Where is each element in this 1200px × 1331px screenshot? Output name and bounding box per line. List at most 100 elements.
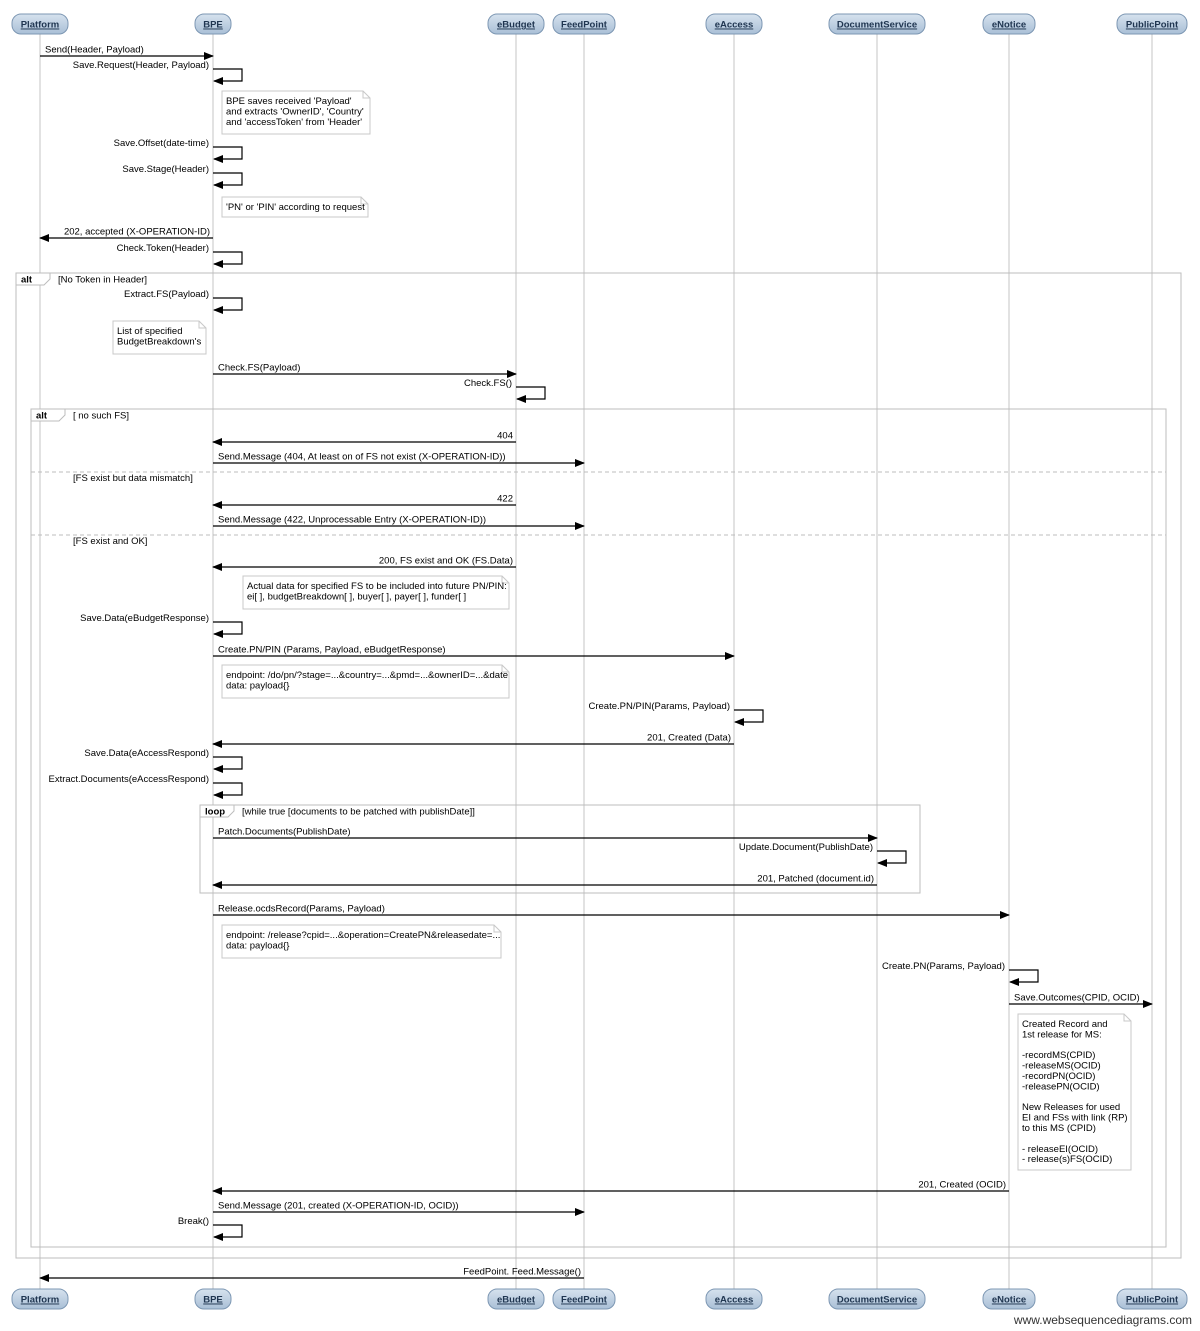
- note: endpoint: /do/pn/?stage=...&country=...&…: [221, 664, 510, 699]
- message-label: Create.PN/PIN(Params, Payload): [589, 701, 731, 712]
- message-m30: FeedPoint. Feed.Message(): [39, 1267, 584, 1282]
- message-m17: Create.PN/PIN(Params, Payload): [589, 701, 764, 726]
- message-label: Update.Document(PublishDate): [739, 842, 873, 853]
- fragment-kind-label: alt: [36, 411, 48, 422]
- note-line: to this MS (CPID): [1022, 1123, 1096, 1134]
- message-label: Patch.Documents(PublishDate): [218, 827, 351, 838]
- self-arrow: [1009, 969, 1039, 986]
- message-m7: Extract.FS(Payload): [124, 289, 243, 314]
- alt-separator: [FS exist but data mismatch]: [31, 471, 1166, 484]
- participant-label: DocumentService: [837, 1295, 917, 1306]
- message-m19: Save.Data(eAccessRespond): [84, 748, 243, 773]
- participant-platform-bottom: Platform: [11, 1288, 69, 1310]
- self-arrow: [213, 146, 243, 163]
- participant-feedpoint-top: FeedPoint: [552, 13, 616, 35]
- self-arrow: [213, 251, 243, 268]
- separator-condition: [FS exist but data mismatch]: [73, 473, 193, 484]
- note-line: - release(s)FS(OCID): [1022, 1154, 1112, 1165]
- note-line: ei[ ], budgetBreakdown[ ], buyer[ ], pay…: [247, 591, 466, 602]
- participant-bpe-bottom: BPE: [194, 1288, 232, 1310]
- self-arrow: [213, 297, 243, 314]
- message-label: Save.Stage(Header): [122, 164, 209, 175]
- message-m10: 404: [212, 431, 516, 446]
- message-label: Extract.FS(Payload): [124, 289, 209, 300]
- message-m9: Check.FS(): [464, 378, 546, 403]
- message-m1: Send(Header, Payload): [40, 45, 214, 60]
- separator-condition: [FS exist and OK]: [73, 536, 147, 547]
- message-m27: 201, Created (OCID): [212, 1180, 1009, 1195]
- message-label: 201, Created (OCID): [918, 1180, 1006, 1191]
- participant-label: DocumentService: [837, 20, 917, 31]
- message-label: Save.Data(eAccessRespond): [84, 748, 209, 759]
- message-m26: Save.Outcomes(CPID, OCID): [1009, 993, 1153, 1008]
- participant-label: PublicPoint: [1126, 20, 1179, 31]
- watermark: www.websequencediagrams.com: [1013, 1313, 1192, 1327]
- alt-separator: [FS exist and OK]: [31, 534, 1166, 547]
- note-line: BPE saves received 'Payload': [226, 96, 352, 107]
- message-m5: 202, accepted (X-OPERATION-ID): [39, 227, 213, 242]
- message-m4: Save.Stage(Header): [122, 164, 243, 189]
- message-label: Check.Token(Header): [117, 243, 209, 254]
- fragment-condition: [ no such FS]: [73, 411, 129, 422]
- note-line: endpoint: /do/pn/?stage=...&country=...&…: [226, 670, 508, 681]
- participant-bpe-top: BPE: [194, 13, 232, 35]
- note-line: New Releases for used: [1022, 1102, 1120, 1113]
- participant-publicpoint-bottom: PublicPoint: [1116, 1288, 1188, 1310]
- participant-label: eNotice: [992, 20, 1026, 31]
- participant-label: eNotice: [992, 1295, 1026, 1306]
- message-m24: Release.ocdsRecord(Params, Payload): [213, 904, 1010, 919]
- note-line: endpoint: /release?cpid=...&operation=Cr…: [226, 930, 500, 941]
- note-line: and 'accessToken' from 'Header': [226, 117, 362, 128]
- self-arrow: [213, 782, 243, 799]
- self-arrow: [213, 621, 243, 638]
- participant-label: eAccess: [715, 1295, 754, 1306]
- participant-ebudget-bottom: eBudget: [487, 1288, 545, 1310]
- message-label: 404: [497, 431, 513, 442]
- note-line: -releaseMS(OCID): [1022, 1061, 1101, 1072]
- message-label: Save.Request(Header, Payload): [73, 60, 209, 71]
- self-arrow: [213, 68, 243, 85]
- message-label: Check.FS(Payload): [218, 363, 300, 374]
- self-arrow: [213, 1224, 243, 1241]
- message-m3: Save.Offset(date-time): [114, 138, 243, 163]
- fragment-kind-label: loop: [205, 807, 225, 818]
- note-line: and extracts 'OwnerID', 'Country': [226, 106, 364, 117]
- message-label: Save.Offset(date-time): [114, 138, 209, 149]
- self-arrow: [734, 709, 764, 726]
- message-m18: 201, Created (Data): [212, 733, 734, 748]
- self-arrow: [213, 172, 243, 189]
- participant-label: eBudget: [497, 1295, 536, 1306]
- message-m25: Create.PN(Params, Payload): [882, 961, 1039, 986]
- fragment-alt: alt [ no such FS]: [30, 408, 1167, 1248]
- message-label: Extract.Documents(eAccessRespond): [48, 774, 209, 785]
- message-m14: 200, FS exist and OK (FS.Data): [212, 556, 516, 571]
- message-m22: Update.Document(PublishDate): [739, 842, 907, 867]
- note: BPE saves received 'Payload'and extracts…: [221, 90, 371, 135]
- participant-label: FeedPoint: [561, 20, 608, 31]
- participant-label: eBudget: [497, 20, 536, 31]
- note-line: Created Record and: [1022, 1019, 1108, 1030]
- message-label: Save.Outcomes(CPID, OCID): [1014, 993, 1140, 1004]
- self-arrow: [516, 386, 546, 403]
- participant-docservice-bottom: DocumentService: [828, 1288, 926, 1310]
- message-m16: Create.PN/PIN (Params, Payload, eBudgetR…: [213, 645, 735, 660]
- message-label: Check.FS(): [464, 378, 512, 389]
- message-m20: Extract.Documents(eAccessRespond): [48, 774, 243, 799]
- fragment-condition: [while true [documents to be patched wit…: [242, 807, 475, 818]
- fragment-alt: alt[No Token in Header]: [15, 272, 1182, 1259]
- note-line: EI and FSs with link (RP): [1022, 1113, 1128, 1124]
- message-label: FeedPoint. Feed.Message(): [463, 1267, 581, 1278]
- participant-eaccess-bottom: eAccess: [705, 1288, 763, 1310]
- participant-docservice-top: DocumentService: [828, 13, 926, 35]
- message-label: Create.PN/PIN (Params, Payload, eBudgetR…: [218, 645, 446, 656]
- note: endpoint: /release?cpid=...&operation=Cr…: [221, 924, 502, 959]
- message-label: Save.Data(eBudgetResponse): [80, 613, 209, 624]
- participant-label: BPE: [203, 20, 223, 31]
- message-m15: Save.Data(eBudgetResponse): [80, 613, 243, 638]
- self-arrow: [877, 850, 907, 867]
- message-label: 200, FS exist and OK (FS.Data): [379, 556, 513, 567]
- message-label: Break(): [178, 1216, 209, 1227]
- note-line: BudgetBreakdown's: [117, 336, 201, 347]
